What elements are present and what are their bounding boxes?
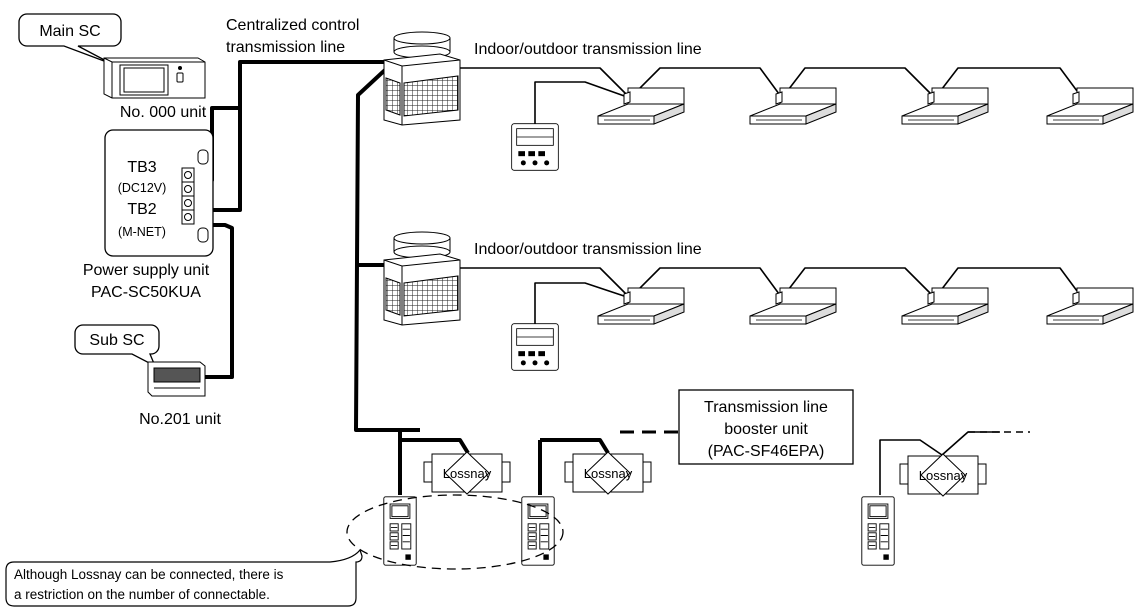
booster-label-2: booster unit bbox=[724, 421, 808, 438]
indoor-unit-1-3 bbox=[901, 87, 989, 125]
restriction-note-callout: Although Lossnay can be connected, there… bbox=[5, 548, 363, 607]
me-remote-controller-2 bbox=[511, 323, 559, 371]
indoor-unit-2-3 bbox=[901, 287, 989, 325]
booster-label-3: (PAC-SF46EPA) bbox=[708, 443, 825, 460]
booster-label-1: Transmission line bbox=[704, 399, 828, 416]
power-supply-name: Power supply unit bbox=[83, 262, 210, 279]
main-sc-callout: Main SC bbox=[18, 13, 122, 65]
lossnay-label-3: Lossnay bbox=[919, 468, 968, 483]
tb2-network-label: (M-NET) bbox=[118, 225, 166, 239]
sub-sc-unit-label: No.201 unit bbox=[139, 411, 221, 428]
indoor-outdoor-line-label-2: Indoor/outdoor transmission line bbox=[474, 241, 702, 258]
power-supply-model: PAC-SC50KUA bbox=[91, 284, 201, 301]
main-system-controller bbox=[103, 57, 206, 99]
centralized-line-label-1: Centralized control bbox=[226, 17, 359, 34]
lossnay-label-2: Lossnay bbox=[584, 466, 633, 481]
main-sc-label: Main SC bbox=[39, 23, 100, 40]
sub-sc-callout: Sub SC bbox=[74, 324, 160, 368]
indoor-unit-2-2 bbox=[749, 287, 837, 325]
me-remote-controller-1 bbox=[511, 123, 559, 171]
booster-unit-box bbox=[678, 389, 854, 465]
outdoor-unit-1 bbox=[383, 31, 461, 126]
sub-sc-label: Sub SC bbox=[89, 332, 144, 349]
centralized-line-label-2: transmission line bbox=[226, 39, 345, 56]
lossnay-remote-3 bbox=[861, 496, 895, 566]
indoor-outdoor-line-label-1: Indoor/outdoor transmission line bbox=[474, 41, 702, 58]
indoor-unit-2-4 bbox=[1046, 287, 1134, 325]
indoor-unit-1-4 bbox=[1046, 87, 1134, 125]
tb3-voltage-label: (DC12V) bbox=[118, 181, 167, 195]
sub-system-controller bbox=[147, 361, 206, 397]
lossnay-remote-1 bbox=[383, 496, 417, 566]
power-supply-unit bbox=[104, 129, 214, 257]
tb2-label: TB2 bbox=[127, 201, 156, 218]
indoor-unit-1-2 bbox=[749, 87, 837, 125]
note-line-2: a restriction on the number of connectab… bbox=[14, 587, 270, 602]
tb3-label: TB3 bbox=[127, 159, 156, 176]
indoor-outdoor-wiring bbox=[460, 67, 1081, 495]
outdoor-unit-2 bbox=[383, 231, 461, 326]
note-line-1: Although Lossnay can be connected, there… bbox=[14, 567, 284, 582]
main-sc-unit-label: No. 000 unit bbox=[120, 104, 207, 121]
indoor-unit-2-1 bbox=[597, 287, 685, 325]
lossnay-remote-2 bbox=[521, 496, 555, 566]
indoor-unit-1-1 bbox=[597, 87, 685, 125]
restriction-ellipse bbox=[346, 494, 564, 570]
lossnay-label-1: Lossnay bbox=[443, 466, 492, 481]
